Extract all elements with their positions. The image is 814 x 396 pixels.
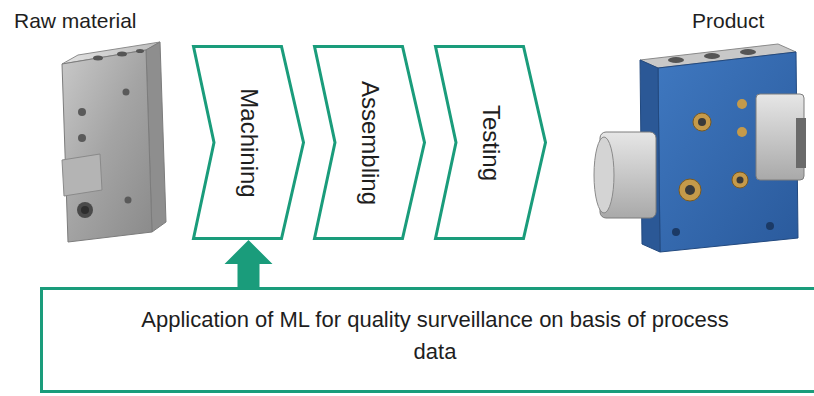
chevron-outline [315,47,425,239]
chevron-outline [194,47,304,239]
process-chevron: Assembling [313,45,426,240]
product-picture [594,44,806,252]
raw-material-picture [62,42,166,242]
application-box: Application of ML for quality surveillan… [40,287,814,393]
process-chevron: Testing [434,45,547,240]
step-label: Testing [477,104,503,180]
block-arrow [225,240,273,289]
picture-caption: Raw material [14,8,137,33]
step-label: Assembling [356,80,382,204]
chevron-outline [436,47,546,239]
process-chevron: Machining [192,45,305,240]
step-label: Machining [235,88,261,197]
box-text: Application of ML for quality surveillan… [138,304,732,368]
picture-caption: Product [692,8,764,33]
